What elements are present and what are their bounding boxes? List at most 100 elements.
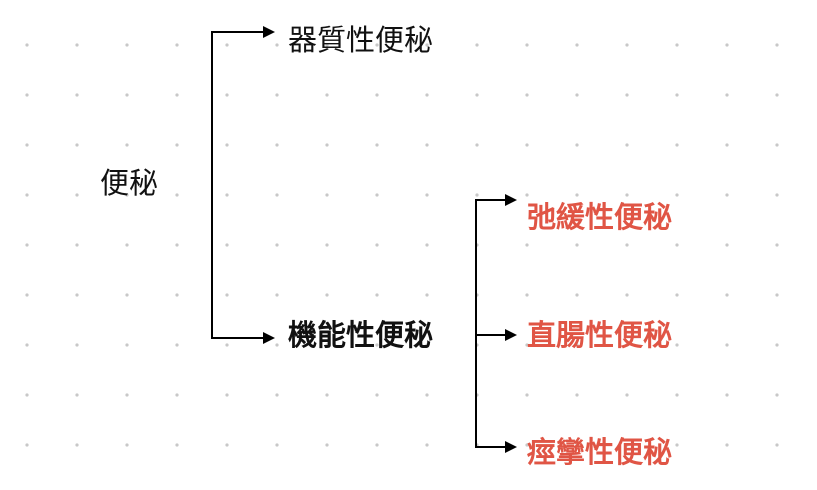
grid-dot	[625, 443, 629, 447]
grid-dot	[175, 193, 179, 197]
grid-dot	[425, 193, 429, 197]
grid-dot	[75, 143, 79, 147]
grid-dot	[175, 293, 179, 297]
grid-dot	[725, 93, 729, 97]
grid-dot	[575, 243, 579, 247]
root-node: 便秘	[100, 166, 159, 200]
grid-dot	[775, 243, 779, 247]
grid-dot	[625, 143, 629, 147]
grid-dot	[675, 193, 679, 197]
grid-dot	[25, 193, 29, 197]
grid-dot	[475, 193, 479, 197]
grid-dot	[325, 143, 329, 147]
grid-dot	[425, 143, 429, 147]
grid-dot	[275, 43, 279, 47]
grid-dot	[675, 293, 679, 297]
grid-dot	[75, 43, 79, 47]
grid-dot	[525, 243, 529, 247]
grid-dot	[225, 193, 229, 197]
grid-dot	[625, 393, 629, 397]
grid-dot	[375, 293, 379, 297]
grid-dot	[25, 243, 29, 247]
grid-dot	[225, 293, 229, 297]
grid-dot	[325, 443, 329, 447]
grid-dot	[275, 93, 279, 97]
grid-dot	[675, 43, 679, 47]
grid-dot	[625, 193, 629, 197]
grid-dot	[225, 393, 229, 397]
grid-dot	[725, 343, 729, 347]
grid-dot	[375, 93, 379, 97]
grid-dot	[175, 343, 179, 347]
grid-dot	[275, 293, 279, 297]
grid-dot	[725, 393, 729, 397]
grid-dot	[25, 93, 29, 97]
grid-dot	[575, 393, 579, 397]
grid-dot	[775, 293, 779, 297]
grid-dot	[675, 143, 679, 147]
grid-dot	[525, 443, 529, 447]
grid-dot	[175, 143, 179, 147]
grid-dot	[225, 143, 229, 147]
grid-dot	[275, 443, 279, 447]
grid-dot	[375, 43, 379, 47]
grid-dot	[725, 243, 729, 247]
connector-root	[211, 31, 263, 339]
grid-dot	[475, 43, 479, 47]
arrow-head	[505, 441, 517, 453]
grid-dot	[125, 243, 129, 247]
grid-dot	[275, 243, 279, 247]
grid-dot	[325, 343, 329, 347]
grid-dot	[125, 393, 129, 397]
node-rectal: 直腸性便秘	[527, 318, 673, 352]
grid-dot	[525, 343, 529, 347]
arrow-head	[505, 329, 517, 341]
grid-dot	[625, 43, 629, 47]
grid-dot	[525, 193, 529, 197]
grid-dot	[525, 293, 529, 297]
grid-dot	[75, 93, 79, 97]
grid-dot	[775, 393, 779, 397]
arrow-head	[263, 332, 275, 344]
grid-dot	[125, 93, 129, 97]
grid-dot	[525, 393, 529, 397]
grid-dot	[775, 143, 779, 147]
node-functional: 機能性便秘	[288, 318, 434, 352]
grid-dot	[275, 393, 279, 397]
grid-dot	[125, 143, 129, 147]
dot-grid	[25, 43, 779, 447]
grid-dot	[375, 193, 379, 197]
grid-dot	[25, 143, 29, 147]
grid-dot	[375, 443, 379, 447]
grid-dot	[625, 243, 629, 247]
grid-dot	[275, 143, 279, 147]
grid-dot	[325, 93, 329, 97]
grid-dot	[25, 43, 29, 47]
grid-dot	[675, 93, 679, 97]
grid-dot	[125, 443, 129, 447]
grid-dot	[425, 43, 429, 47]
node-spastic: 痙攣性便秘	[527, 435, 673, 469]
grid-dot	[675, 343, 679, 347]
grid-dot	[575, 343, 579, 347]
grid-dot	[325, 393, 329, 397]
grid-dot	[575, 443, 579, 447]
node-atonic: 弛緩性便秘	[527, 200, 673, 234]
grid-dot	[125, 43, 129, 47]
grid-dot	[225, 93, 229, 97]
grid-dot	[775, 443, 779, 447]
grid-dot	[575, 193, 579, 197]
grid-dot	[125, 293, 129, 297]
grid-dot	[225, 343, 229, 347]
grid-dot	[275, 343, 279, 347]
grid-dot	[375, 243, 379, 247]
grid-dot	[575, 293, 579, 297]
grid-dot	[375, 343, 379, 347]
grid-dot	[175, 443, 179, 447]
grid-dot	[575, 43, 579, 47]
grid-dot	[25, 343, 29, 347]
grid-dot	[725, 443, 729, 447]
grid-dot	[575, 93, 579, 97]
grid-dot	[25, 293, 29, 297]
